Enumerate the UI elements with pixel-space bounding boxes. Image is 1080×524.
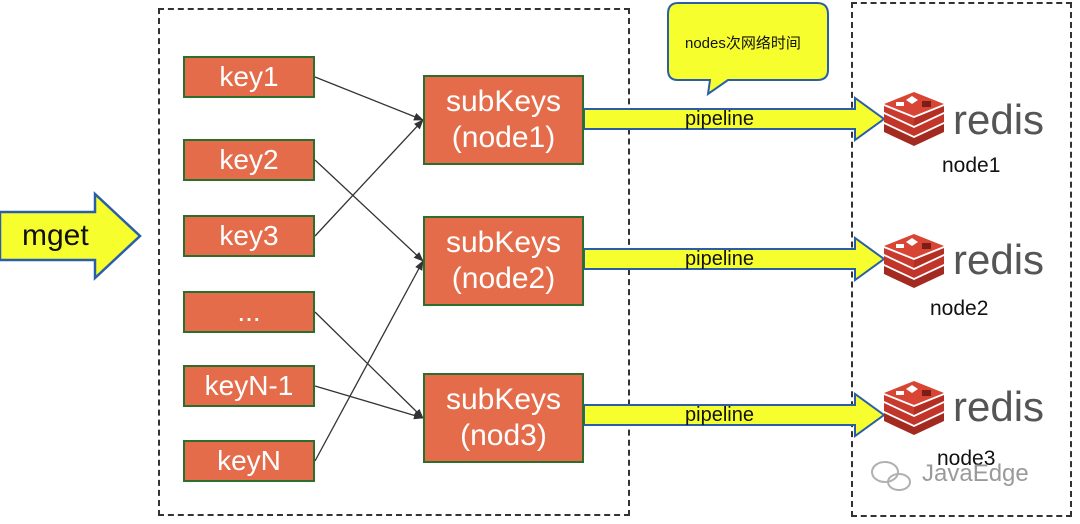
pipeline-label-2: pipeline <box>685 248 754 270</box>
callout-text: nodes次网络时间 <box>685 35 801 52</box>
connection-line-6 <box>314 260 424 462</box>
connection-line-2 <box>314 159 424 262</box>
callout-bubble <box>667 1 829 97</box>
redis-logo-text-1: redis <box>953 96 1045 143</box>
redis-logo-icon <box>884 92 944 146</box>
key-box-n: keyN <box>183 440 315 482</box>
key-to-subkey-connections <box>314 76 424 462</box>
subkeys-box-node3: subKeys (nod3) <box>423 373 584 463</box>
pipeline-arrow-2 <box>583 236 886 282</box>
key-box-n-1: keyN-1 <box>183 365 315 407</box>
connection-line-1 <box>314 76 424 121</box>
pipeline-label-1: pipeline <box>685 108 754 130</box>
watermark-text: JavaEdge <box>922 460 1029 487</box>
wechat-icon <box>871 461 911 491</box>
key-box-2: key2 <box>183 139 315 181</box>
pipeline-arrow-1 <box>583 96 886 142</box>
connection-line-4 <box>314 311 424 419</box>
mget-label: mget <box>22 219 89 252</box>
pipeline-label-3: pipeline <box>685 404 754 426</box>
key-box-ellipsis: ... <box>183 291 315 333</box>
key-box-1: key1 <box>183 56 315 98</box>
subkeys-box-node2: subKeys (node2) <box>423 216 584 306</box>
node-label-2: node2 <box>930 297 989 320</box>
node-label-3: node3 <box>937 447 996 470</box>
key-box-3: key3 <box>183 215 315 257</box>
redis-logo-text-3: redis <box>953 383 1045 430</box>
connection-line-5 <box>314 385 424 420</box>
mget-arrow <box>0 191 142 281</box>
pipeline-arrow-3 <box>583 392 886 438</box>
node-label-1: node1 <box>942 154 1001 177</box>
connection-line-3 <box>314 119 424 237</box>
redis-logo-icon <box>884 234 944 288</box>
redis-logo-icon <box>884 381 944 435</box>
redis-logo-text-2: redis <box>953 236 1045 283</box>
subkeys-box-node1: subKeys (node1) <box>423 75 584 165</box>
